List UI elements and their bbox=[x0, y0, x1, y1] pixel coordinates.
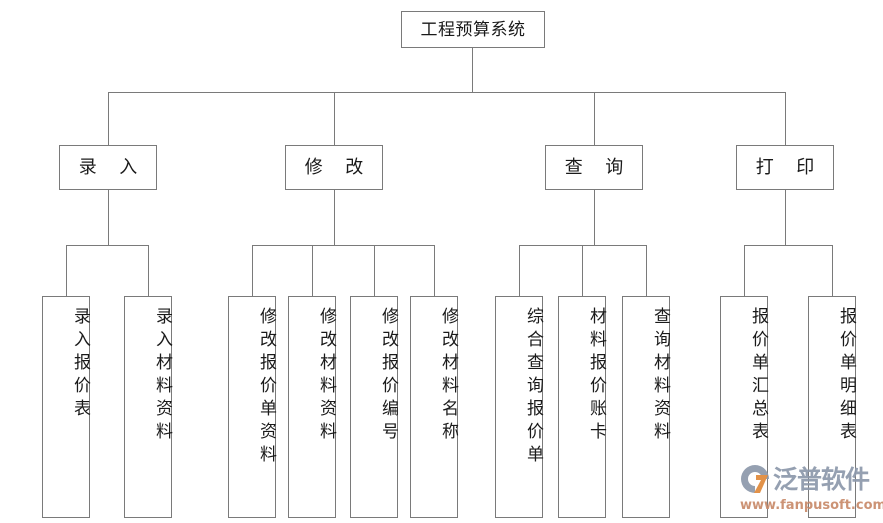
connector-leaf-xiugai-2 bbox=[312, 245, 313, 296]
node-leaf-xiugai-baojiadanziliao[interactable]: 修改报价单资料 bbox=[228, 296, 276, 518]
node-leaf-label: 修改材料资料 bbox=[317, 307, 336, 445]
connector-leaf-luru-2 bbox=[148, 245, 149, 296]
node-leaf-label: 修改材料名称 bbox=[439, 307, 458, 445]
node-leaf-xiugai-cailiaoziliao[interactable]: 修改材料资料 bbox=[288, 296, 336, 518]
node-leaf-label: 报价单明细表 bbox=[837, 307, 856, 445]
node-leaf-luru-baojiabiao[interactable]: 录入报价表 bbox=[42, 296, 90, 518]
node-leaf-xiugai-baojiabianhao[interactable]: 修改报价编号 bbox=[350, 296, 398, 518]
node-leaf-label: 查询材料资料 bbox=[651, 307, 670, 445]
connector-bus-xiugai bbox=[252, 245, 434, 246]
node-leaf-chaxun-chaxuncailiaoziliao[interactable]: 查询材料资料 bbox=[622, 296, 670, 518]
node-leaf-label: 综合查询报价单 bbox=[524, 307, 543, 468]
connector-leaf-chaxun-2 bbox=[582, 245, 583, 296]
node-root-label: 工程预算系统 bbox=[420, 19, 526, 39]
connector-root-stem bbox=[472, 48, 473, 92]
connector-stem-xiugai bbox=[334, 190, 335, 245]
connector-leaf-xiugai-3 bbox=[374, 245, 375, 296]
connector-bus-luru bbox=[66, 245, 148, 246]
connector-stem-luru bbox=[108, 190, 109, 245]
node-root[interactable]: 工程预算系统 bbox=[401, 11, 545, 48]
node-leaf-label: 报价单汇总表 bbox=[749, 307, 768, 445]
node-leaf-label: 录入材料资料 bbox=[153, 307, 172, 445]
node-leaf-label: 材料报价账卡 bbox=[587, 307, 606, 445]
connector-stem-dayin bbox=[785, 190, 786, 245]
connector-drop-dayin bbox=[785, 92, 786, 145]
node-leaf-luru-cailiaoziliao[interactable]: 录入材料资料 bbox=[124, 296, 172, 518]
connector-leaf-xiugai-1 bbox=[252, 245, 253, 296]
connector-leaf-luru-1 bbox=[66, 245, 67, 296]
node-dayin[interactable]: 打 印 bbox=[736, 145, 834, 190]
node-leaf-chaxun-cailiaobaojiazhangka[interactable]: 材料报价账卡 bbox=[558, 296, 606, 518]
connector-stem-chaxun bbox=[594, 190, 595, 245]
connector-leaf-xiugai-4 bbox=[434, 245, 435, 296]
node-xiugai[interactable]: 修 改 bbox=[285, 145, 383, 190]
node-xiugai-label: 修 改 bbox=[304, 157, 373, 178]
node-leaf-dayin-baojiadanhuizongbiao[interactable]: 报价单汇总表 bbox=[720, 296, 768, 518]
node-leaf-dayin-baojiadanmingxibiao[interactable]: 报价单明细表 bbox=[808, 296, 856, 518]
node-leaf-label: 录入报价表 bbox=[71, 307, 90, 422]
node-luru[interactable]: 录 入 bbox=[59, 145, 157, 190]
connector-leaf-chaxun-3 bbox=[646, 245, 647, 296]
node-chaxun[interactable]: 查 询 bbox=[545, 145, 643, 190]
node-leaf-xiugai-cailiaomingcheng[interactable]: 修改材料名称 bbox=[410, 296, 458, 518]
connector-drop-luru bbox=[108, 92, 109, 145]
connector-leaf-dayin-1 bbox=[744, 245, 745, 296]
connector-main-bus bbox=[108, 92, 785, 93]
connector-drop-chaxun bbox=[594, 92, 595, 145]
node-dayin-label: 打 印 bbox=[755, 157, 824, 178]
connector-drop-xiugai bbox=[334, 92, 335, 145]
connector-bus-dayin bbox=[744, 245, 832, 246]
connector-leaf-chaxun-1 bbox=[519, 245, 520, 296]
node-luru-label: 录 入 bbox=[78, 157, 147, 178]
node-chaxun-label: 查 询 bbox=[564, 157, 633, 178]
connector-leaf-dayin-2 bbox=[832, 245, 833, 296]
node-leaf-label: 修改报价编号 bbox=[379, 307, 398, 445]
node-leaf-chaxun-zonghechaxunbaojiadan[interactable]: 综合查询报价单 bbox=[495, 296, 543, 518]
node-leaf-label: 修改报价单资料 bbox=[257, 307, 276, 468]
